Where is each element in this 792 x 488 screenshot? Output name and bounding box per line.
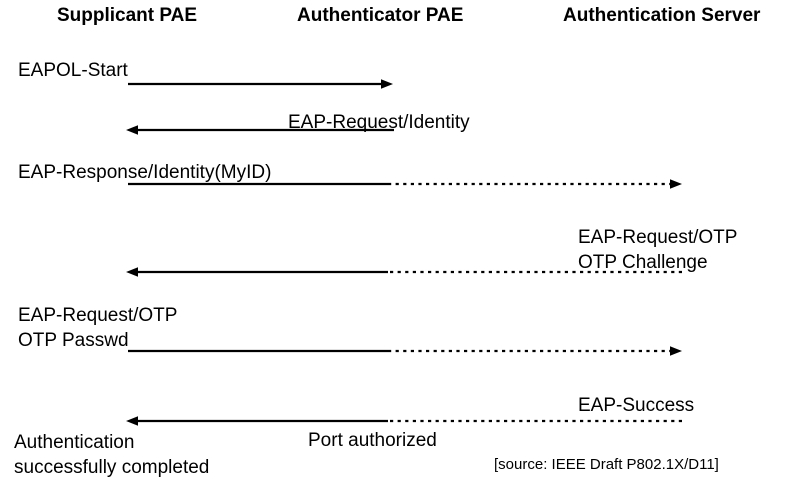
column-header-authenticator-pae: Authenticator PAE bbox=[297, 5, 464, 26]
note-authentication-completed-line2: successfully completed bbox=[14, 457, 210, 478]
message-label-line2: OTP Challenge bbox=[578, 252, 708, 273]
message-label-eap-request-otp-challenge: EAP-Request/OTP OTP Challenge bbox=[578, 225, 737, 275]
column-header-authentication-server: Authentication Server bbox=[563, 5, 761, 26]
note-authentication-completed-line1: Authentication bbox=[14, 432, 135, 453]
arrowhead-right-icon bbox=[670, 179, 682, 189]
arrowhead-right-icon bbox=[381, 79, 393, 89]
message-label-line1: EAP-Request/OTP bbox=[578, 227, 738, 248]
arrowhead-left-icon bbox=[126, 125, 138, 135]
arrowhead-left-icon bbox=[126, 416, 138, 426]
message-label-line1: EAP-Request/OTP bbox=[18, 305, 178, 326]
arrow-eapol-start bbox=[128, 79, 393, 89]
arrow-eap-request-otp-passwd bbox=[128, 346, 682, 356]
message-label-eap-success: EAP-Success bbox=[578, 395, 695, 416]
arrowhead-left-icon bbox=[126, 267, 138, 277]
message-label-eapol-start: EAPOL-Start bbox=[18, 60, 128, 81]
note-port-authorized: Port authorized bbox=[308, 430, 437, 451]
message-label-line2: OTP Passwd bbox=[18, 330, 129, 351]
message-label-eap-request-otp-passwd: EAP-Request/OTP OTP Passwd bbox=[18, 303, 177, 353]
column-header-supplicant-pae: Supplicant PAE bbox=[57, 5, 198, 26]
source-attribution: [source: IEEE Draft P802.1X/D11] bbox=[494, 456, 719, 473]
message-label-eap-response-identity: EAP-Response/Identity(MyID) bbox=[18, 162, 272, 183]
message-label-eap-request-identity: EAP-Request/Identity bbox=[288, 112, 470, 133]
arrowhead-right-icon bbox=[670, 346, 682, 356]
